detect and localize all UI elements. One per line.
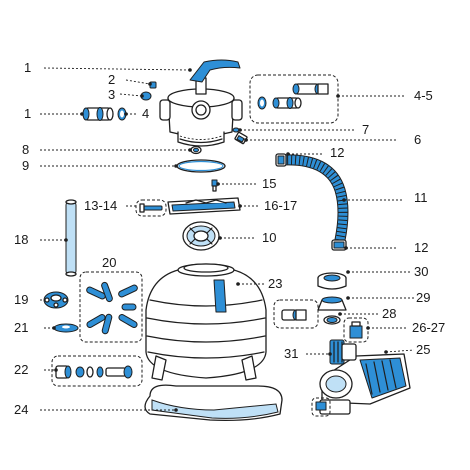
label-28: 28 [382,306,397,321]
part-23-filter-tank [145,263,267,381]
part-22-drain-box [51,355,143,387]
part-28-adapter-group [273,299,341,329]
label-24: 24 [14,402,29,417]
label-11: 11 [414,190,428,205]
part-20-laterals-box [79,271,143,343]
label-8: 8 [22,142,30,157]
label-12-bottom: 12 [414,240,429,255]
part-29-fitting [317,296,347,311]
label-22: 22 [14,362,29,377]
part-1-hose-adapter [82,107,114,121]
label-20: 20 [102,255,117,270]
part-20-laterals [86,281,138,335]
label-1-valve: 1 [24,60,32,75]
label-9: 9 [22,158,30,173]
parts-4-5-adapters [257,83,329,110]
parts-4-5-box [249,74,339,124]
part-11-hose [277,154,349,246]
part-12-hose-clamp-top [275,153,287,167]
label-7: 7 [362,122,370,137]
part-22-drain-parts [55,365,133,379]
label-30: 30 [414,264,429,279]
multiport-valve [159,59,243,147]
label-15: 15 [262,176,277,191]
label-26-27: 26-27 [412,320,446,335]
part-6-connector [234,131,248,145]
pump-drain-plug [311,397,331,417]
part-30-union-nut [317,272,347,290]
part-7-small-ring [232,127,240,133]
label-2: 2 [108,72,116,87]
label-23: 23 [268,276,283,291]
label-4-5: 4-5 [414,88,433,103]
label-29: 29 [416,290,431,305]
part-15-pin [211,179,218,192]
label-21: 21 [14,320,29,335]
part-12-hose-clamp-bottom [331,239,347,251]
part-13-14-bolt [139,203,163,213]
label-19: 19 [14,292,29,307]
part-10-diffuser [182,221,220,251]
label-1-adapter: 1 [24,106,32,121]
part-24-base [144,384,283,422]
label-16-17: 16-17 [264,198,298,213]
label-25: 25 [416,342,431,357]
part-16-17-clamp [167,197,241,215]
part-9-tank-o-ring [176,159,226,173]
label-12-top: 12 [330,145,345,160]
part-19-lateral-hub [43,291,69,309]
part-25-pump [319,343,411,415]
label-13-14: 13-14 [84,198,118,213]
part-26-27-fitting [343,317,369,343]
label-10: 10 [262,230,277,245]
leader-lines [40,67,415,412]
part-18-center-pipe [65,199,77,277]
part-21-base-disc [53,323,79,333]
label-6: 6 [414,132,422,147]
label-18: 18 [14,232,29,247]
label-31: 31 [284,346,299,361]
label-3: 3 [108,87,116,102]
part-8-o-ring [190,145,202,155]
label-4: 4 [142,106,150,121]
